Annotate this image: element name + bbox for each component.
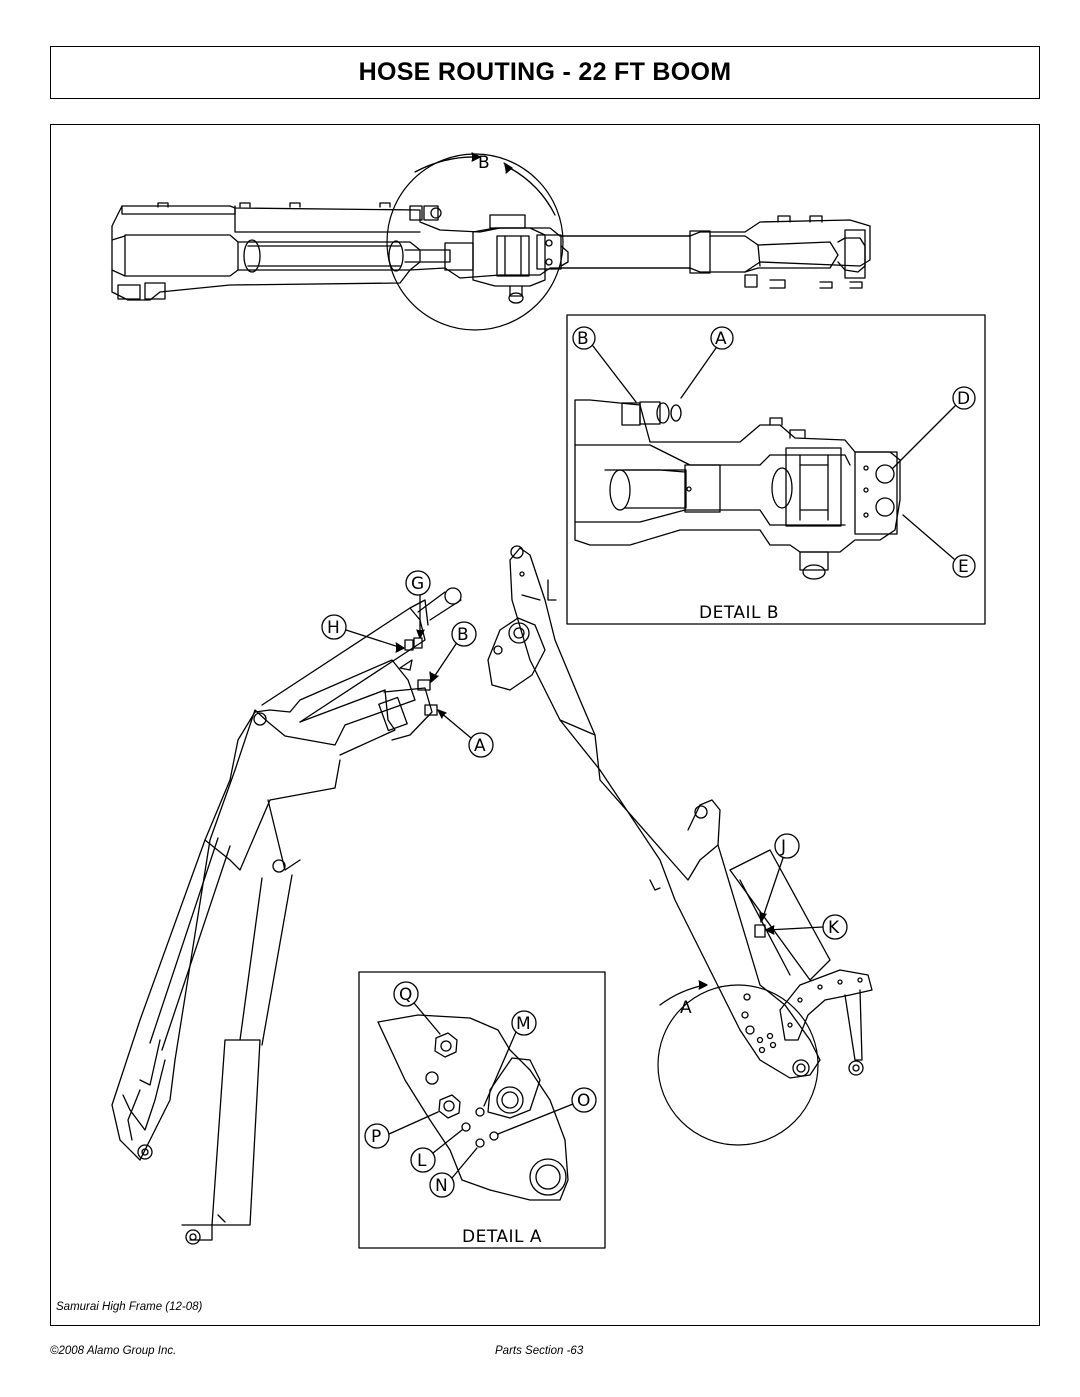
page-title-box: HOSE ROUTING - 22 FT BOOM	[50, 46, 1040, 99]
callout-h: H	[327, 618, 340, 638]
detail-a-callout-l: L	[417, 1151, 427, 1171]
view-marker-a-label: A	[680, 998, 692, 1018]
view-marker-b-label: B	[478, 153, 490, 173]
callout-a: A	[474, 736, 486, 756]
detail-a-callout-o: O	[577, 1091, 590, 1111]
boom-top-view	[111, 153, 871, 331]
detail-a-callout-m: M	[516, 1014, 531, 1034]
detail-a-callout-p: P	[371, 1127, 381, 1147]
detail-b-callout-a: A	[715, 329, 727, 349]
footer-page-number: Parts Section -63	[495, 1345, 584, 1357]
detail-b-title: DETAIL B	[699, 603, 779, 623]
footer-subtitle: Samurai High Frame (12-08)	[56, 1301, 203, 1313]
callout-j: J	[780, 837, 786, 857]
detail-a-panel	[358, 971, 606, 1249]
detail-b-panel	[566, 314, 986, 625]
drawing-frame	[50, 124, 1040, 1326]
callout-b: B	[457, 625, 469, 645]
detail-b-callout-e: E	[958, 557, 969, 577]
page-title: HOSE ROUTING - 22 FT BOOM	[358, 58, 732, 86]
detail-a-title: DETAIL A	[462, 1227, 542, 1247]
detail-b-callout-d: D	[957, 389, 970, 409]
boom-main-view	[111, 545, 873, 1245]
footer-copyright: ©2008 Alamo Group Inc.	[50, 1345, 177, 1357]
detail-a-callout-q: Q	[399, 985, 412, 1005]
detail-b-callout-b: B	[577, 329, 589, 349]
main-callouts	[321, 570, 848, 1006]
callout-g: G	[411, 574, 424, 594]
callout-k: K	[828, 918, 840, 938]
view-marker-b: B	[414, 152, 556, 216]
detail-a-callout-n: N	[435, 1176, 448, 1196]
